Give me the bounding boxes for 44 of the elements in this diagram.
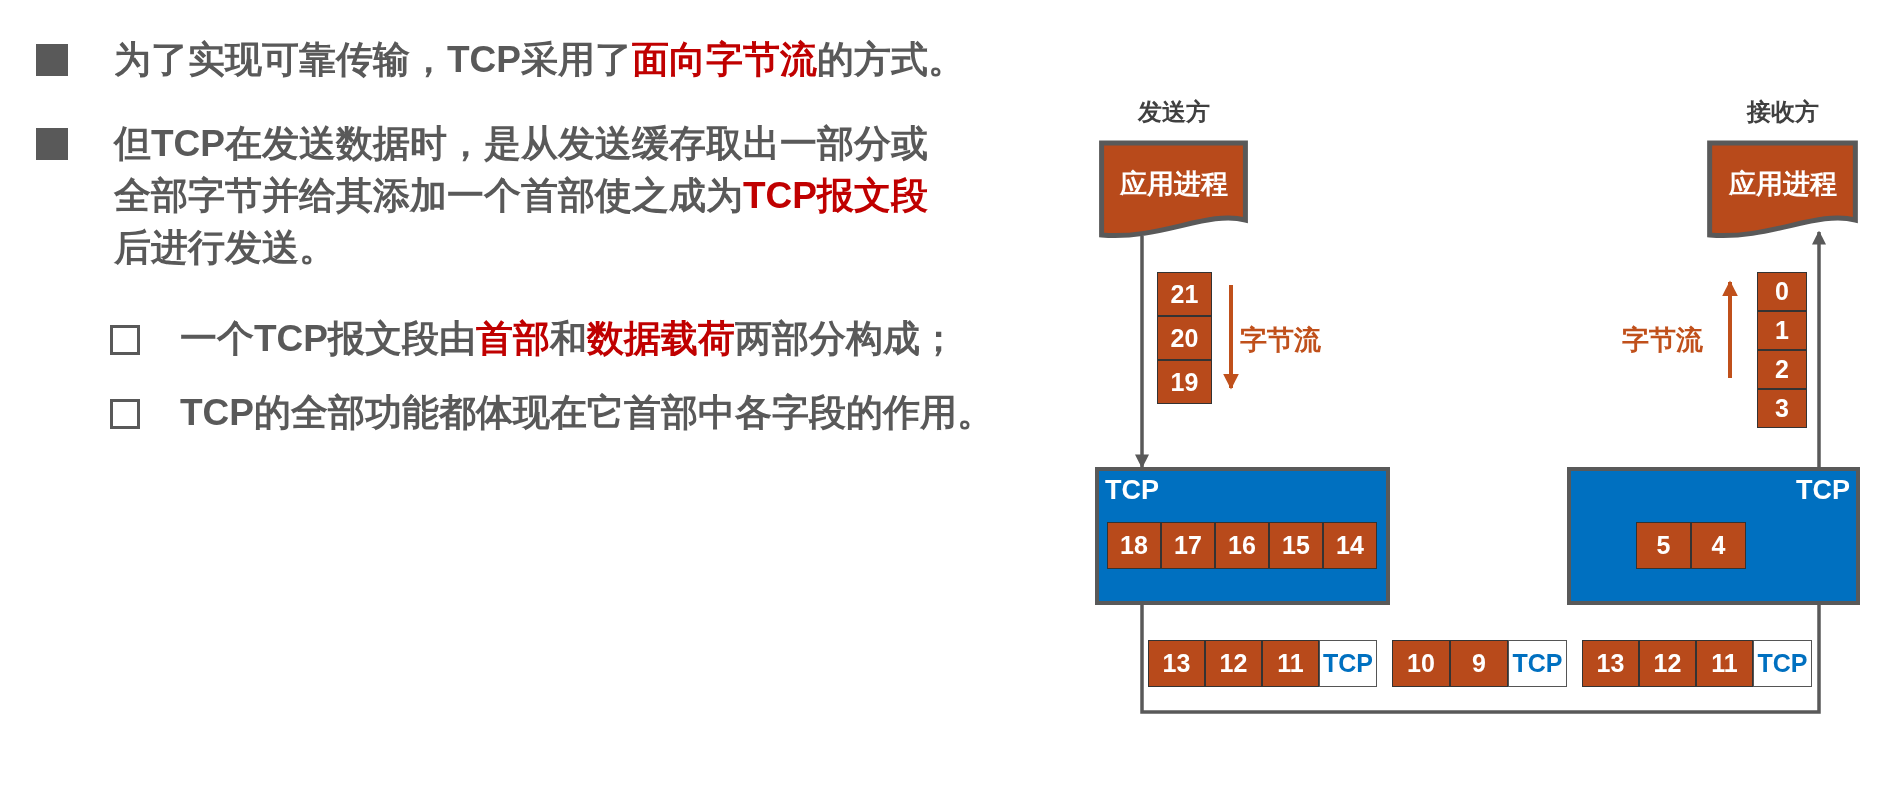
byte-cell: 4 — [1691, 522, 1746, 569]
byte-cell: 16 — [1215, 522, 1269, 569]
header-cell: TCP — [1319, 640, 1377, 687]
byte-cell: 12 — [1639, 640, 1696, 687]
bullet-text: 一个TCP报文段由首部和数据载荷两部分构成； — [180, 317, 958, 361]
byte-cell: 0 — [1757, 272, 1807, 311]
header-cell: TCP — [1508, 640, 1567, 687]
process-document-shape — [1705, 140, 1860, 240]
byte-cell: 9 — [1450, 640, 1508, 687]
byte-cell: 21 — [1157, 272, 1212, 316]
header-cell: TCP — [1753, 640, 1812, 687]
byte-cell: 3 — [1757, 389, 1807, 428]
byte-cell: 14 — [1323, 522, 1377, 569]
layer-label: TCP — [1796, 475, 1850, 506]
byte-cell: 1 — [1757, 311, 1807, 350]
byte-cell: 15 — [1269, 522, 1323, 569]
byte-cell: 13 — [1148, 640, 1205, 687]
arrow — [1135, 236, 1149, 469]
arrow — [1812, 230, 1826, 467]
byte-cell: 20 — [1157, 316, 1212, 360]
bullet-text: 但TCP在发送数据时，是从发送缓存取出一部分或全部字节并给其添加一个首部使之成为TCP报文段后进行发送。 — [114, 122, 929, 270]
byte-cell: 19 — [1157, 360, 1212, 404]
byte-cell: 11 — [1696, 640, 1753, 687]
layer-box — [1567, 467, 1860, 605]
layer-box — [1095, 467, 1390, 605]
direction-label: 字节流 — [1240, 324, 1322, 357]
byte-cell: 13 — [1582, 640, 1639, 687]
byte-cell: 17 — [1161, 522, 1215, 569]
byte-cell: 10 — [1392, 640, 1450, 687]
connector-line — [1140, 605, 1821, 714]
byte-cell: 18 — [1107, 522, 1161, 569]
byte-cell: 2 — [1757, 350, 1807, 389]
process-document-shape — [1097, 140, 1250, 240]
process-label: 应用进程 — [1119, 168, 1228, 201]
direction-label: 字节流 — [1622, 324, 1704, 357]
bullet-text: 为了实现可靠传输，TCP采用了面向字节流的方式。 — [114, 38, 966, 82]
bullet-text: TCP的全部功能都体现在它首部中各字段的作用。 — [180, 391, 995, 435]
role-label: 接收方 — [1745, 97, 1820, 127]
process-label: 应用进程 — [1728, 168, 1837, 201]
layer-label: TCP — [1105, 475, 1159, 506]
byte-cell: 11 — [1262, 640, 1319, 687]
byte-cell: 12 — [1205, 640, 1262, 687]
byte-cell: 5 — [1636, 522, 1691, 569]
role-label: 发送方 — [1136, 97, 1211, 127]
